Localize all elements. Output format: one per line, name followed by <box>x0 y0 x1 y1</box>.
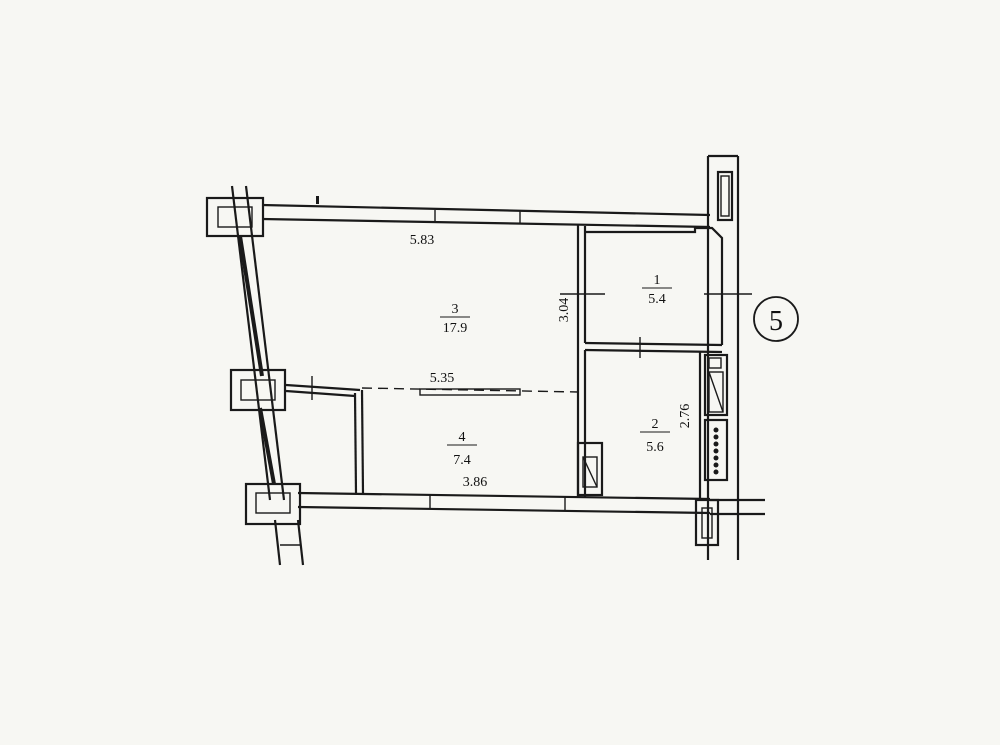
room-4-area: 7.4 <box>453 453 471 468</box>
right-wall <box>694 154 740 560</box>
room-3-area: 17.9 <box>443 321 468 336</box>
room1-walls <box>560 226 752 358</box>
sanitary-shaft <box>703 353 729 482</box>
partition-room3-room1 <box>576 225 587 390</box>
dimension-middle: 5.35 <box>430 371 455 386</box>
room-1-label: 1 5.4 <box>642 273 672 307</box>
partition-room3-room4 <box>285 376 579 495</box>
room-2-area: 5.6 <box>646 440 664 455</box>
room-3-number: 3 <box>452 302 459 317</box>
axis-marker: 5 <box>753 296 799 342</box>
left-facade-wall <box>230 185 305 566</box>
dimension-top: 5.83 <box>410 233 435 248</box>
room-1-area: 5.4 <box>648 292 666 307</box>
room-4-number: 4 <box>459 430 466 445</box>
room2-walls <box>576 350 702 500</box>
room-2-label: 2 5.6 <box>640 417 670 455</box>
column-middle <box>229 368 287 412</box>
room-4-label: 4 7.4 <box>447 430 477 468</box>
room-1-number: 1 <box>654 273 661 288</box>
dimension-room2-height: 2.76 <box>678 404 693 429</box>
room-3-label: 3 17.9 <box>440 302 470 336</box>
room-2-number: 2 <box>652 417 659 432</box>
column-bottom <box>244 482 302 526</box>
axis-marker-label: 5 <box>769 306 783 337</box>
dimension-bottom: 3.86 <box>463 475 488 490</box>
dimension-room1-height: 3.04 <box>557 298 572 323</box>
column-top <box>205 196 265 238</box>
top-wall <box>261 196 711 229</box>
